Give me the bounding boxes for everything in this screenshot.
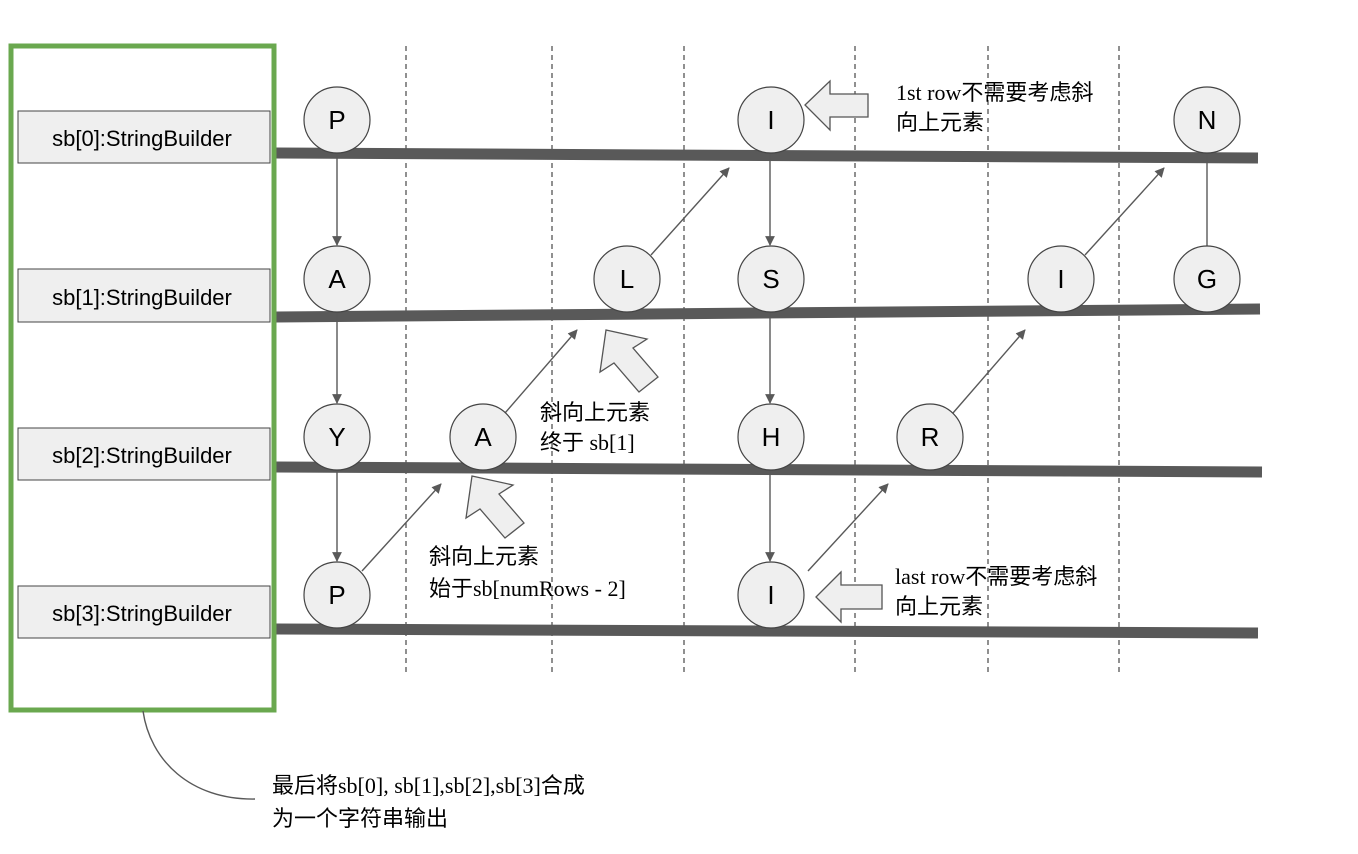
arrow-diagonal-up <box>504 329 578 414</box>
block-arrow-left-icon <box>804 79 869 132</box>
node-label: I <box>767 105 774 135</box>
annotation-diagonal-start: 始于sb[numRows - 2] <box>429 576 626 601</box>
annotation-diagonal-end: 终于 sb[1] <box>540 430 635 455</box>
annotation-merge-output: 为一个字符串输出 <box>272 806 448 831</box>
node-r-r1: R <box>896 403 964 471</box>
row-label-sb2: sb[2]:StringBuilder <box>52 443 232 468</box>
column-separators <box>405 46 1120 675</box>
annotation-first-row: 1st row不需要考虑斜 <box>896 80 1093 105</box>
node-n-n1: N <box>1173 86 1241 154</box>
row-label-sb3: sb[3]:StringBuilder <box>52 601 232 626</box>
node-label: N <box>1198 105 1217 135</box>
node-circle <box>1027 245 1095 313</box>
node-y-y1: Y <box>303 403 371 471</box>
node-label: R <box>921 422 940 452</box>
node-circle <box>1173 245 1241 313</box>
node-circle <box>737 561 805 629</box>
node-g-g1: G <box>1173 245 1241 313</box>
row-label-sb0: sb[0]:StringBuilder <box>52 126 232 151</box>
node-s-s1: S <box>737 245 805 313</box>
node-circle <box>737 403 805 471</box>
node-i-i1: I <box>737 86 805 154</box>
node-label: P <box>328 580 345 610</box>
block-arrow-left-icon <box>815 570 883 624</box>
node-a-a2: A <box>449 403 517 471</box>
node-circle <box>896 403 964 471</box>
node-p-p1: P <box>303 86 371 154</box>
arrow-diagonal-up <box>952 329 1026 414</box>
node-l-l1: L <box>593 245 661 313</box>
node-circle <box>303 86 371 154</box>
node-circle <box>737 86 805 154</box>
row-label-sb1: sb[1]:StringBuilder <box>52 285 232 310</box>
annotation-last-row: last row不需要考虑斜 <box>895 564 1097 589</box>
node-circle <box>303 245 371 313</box>
row-labels: sb[0]:StringBuilder sb[1]:StringBuilder … <box>17 110 271 639</box>
block-arrow-up-left-icon <box>465 475 525 539</box>
node-label: Y <box>328 422 345 452</box>
annotation-diagonal-end: 斜向上元素 <box>540 400 650 425</box>
row-label-box <box>17 268 271 323</box>
arrow-diagonal-up <box>807 483 889 572</box>
node-label: L <box>620 264 634 294</box>
row-label-box <box>17 110 271 164</box>
node-circle <box>303 403 371 471</box>
node-circle <box>1173 86 1241 154</box>
lane-lines <box>275 147 1263 639</box>
character-nodes: P A Y P A L I S H I R I N G <box>303 86 1241 629</box>
node-p-p2: P <box>303 561 371 629</box>
node-label: I <box>767 580 774 610</box>
annotation-merge-output: 最后将sb[0], sb[1],sb[2],sb[3]合成 <box>272 773 585 798</box>
block-arrow-up-left-icon <box>599 329 659 393</box>
lane-line-row-1 <box>275 303 1261 323</box>
arrow-diagonal-up <box>650 167 730 256</box>
row-label-box <box>17 427 271 481</box>
node-label: S <box>762 264 779 294</box>
node-a-a1: A <box>303 245 371 313</box>
node-label: A <box>474 422 492 452</box>
annotation-last-row: 向上元素 <box>895 594 983 619</box>
node-circle <box>737 245 805 313</box>
node-h-h1: H <box>737 403 805 471</box>
node-label: H <box>762 422 781 452</box>
node-i-i3: I <box>1027 245 1095 313</box>
arrow-diagonal-up <box>361 483 442 572</box>
callout-connector <box>142 710 256 800</box>
node-label: P <box>328 105 345 135</box>
annotation-diagonal-start: 斜向上元素 <box>429 544 539 569</box>
node-circle <box>449 403 517 471</box>
node-label: G <box>1197 264 1217 294</box>
connector-arrows <box>332 152 1212 572</box>
lane-line-row-3 <box>275 623 1259 639</box>
hint-arrows <box>465 79 883 624</box>
node-circle <box>593 245 661 313</box>
annotations: 1st row不需要考虑斜 向上元素 斜向上元素 终于 sb[1] 斜向上元素 … <box>272 80 1097 831</box>
node-label: I <box>1057 264 1064 294</box>
node-i-i2: I <box>737 561 805 629</box>
annotation-first-row: 向上元素 <box>896 110 984 135</box>
lane-line-row-0 <box>275 147 1259 164</box>
arrow-diagonal-up <box>1084 167 1165 256</box>
node-circle <box>303 561 371 629</box>
stringbuilder-array-container <box>8 43 277 713</box>
node-label: A <box>328 264 346 294</box>
row-label-box <box>17 585 271 639</box>
